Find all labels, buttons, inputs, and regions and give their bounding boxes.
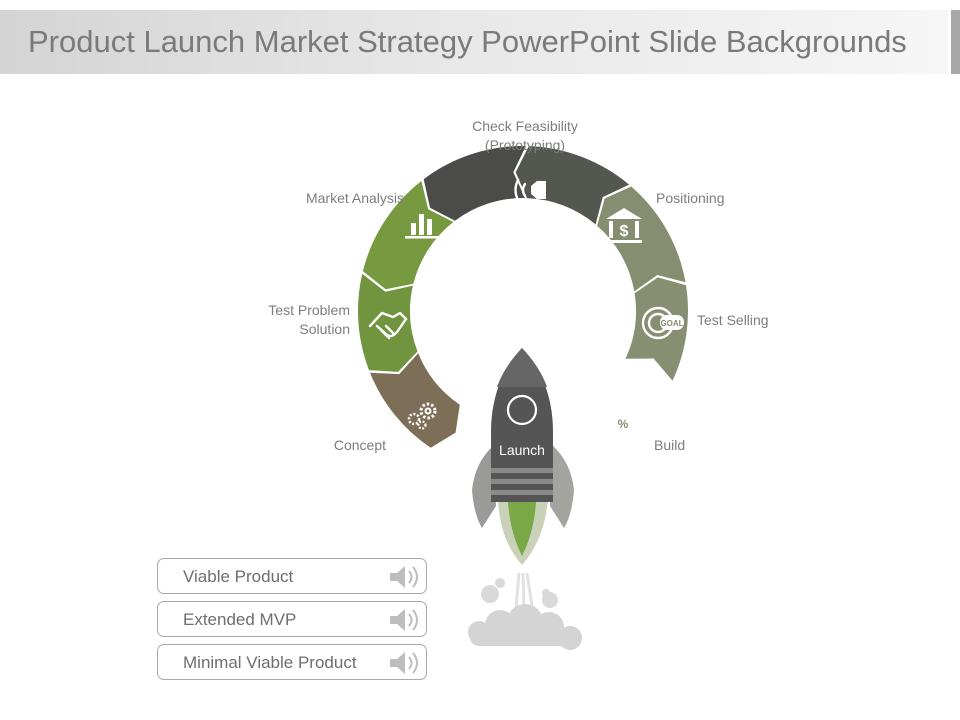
- cycle-segment-testprob: [358, 273, 418, 372]
- label-test-selling: Test Selling: [697, 312, 769, 328]
- label-check-feasibility: Check Feasibility (Prototyping): [472, 118, 578, 153]
- handshake-icon: [368, 311, 408, 340]
- gears-icon: [407, 402, 437, 430]
- title-bar-edge: [951, 10, 960, 74]
- cycle-segment-positioning: [515, 146, 630, 225]
- list-item-label: Viable Product: [183, 567, 294, 586]
- gear-percent-icon: %: [607, 407, 639, 439]
- slide-title: Product Launch Market Strategy PowerPoin…: [28, 24, 907, 59]
- speaker-icon: [390, 609, 418, 631]
- cycle-segment-market: [362, 181, 454, 290]
- list-item-label: Extended MVP: [183, 610, 297, 629]
- smoke-cloud: [468, 572, 582, 650]
- title-bar: [0, 10, 948, 74]
- bar-chart-icon: [405, 214, 439, 239]
- svg-text:%: %: [618, 417, 629, 431]
- label-market-analysis: Market Analysis: [305, 190, 404, 206]
- label-test-problem-solution: Test Problem Solution: [268, 302, 350, 337]
- bank-dollar-icon: $: [606, 208, 642, 243]
- goal-target-icon: GOAL: [641, 306, 684, 340]
- label-positioning: Positioning: [656, 190, 725, 206]
- list-item-viable-product: Viable Product: [157, 558, 427, 594]
- list-item-label: Minimal Viable Product: [183, 653, 357, 672]
- cycle-segment-concept: [370, 353, 460, 448]
- list-item-minimal-viable-product: Minimal Viable Product: [157, 644, 427, 680]
- megaphone-icon: [514, 178, 546, 202]
- speaker-icon: [390, 566, 418, 588]
- list-item-extended-mvp: Extended MVP: [157, 601, 427, 637]
- rocket-launch-label: Launch: [499, 442, 545, 458]
- label-build: Build: [654, 437, 686, 453]
- cycle-segment-build: [625, 277, 689, 381]
- speaker-icon: [390, 652, 418, 674]
- svg-text:GOAL: GOAL: [660, 319, 683, 328]
- rocket: [472, 348, 574, 565]
- label-concept: Concept: [333, 437, 386, 453]
- svg-text:$: $: [620, 223, 629, 240]
- cycle-segment-check: [423, 145, 526, 221]
